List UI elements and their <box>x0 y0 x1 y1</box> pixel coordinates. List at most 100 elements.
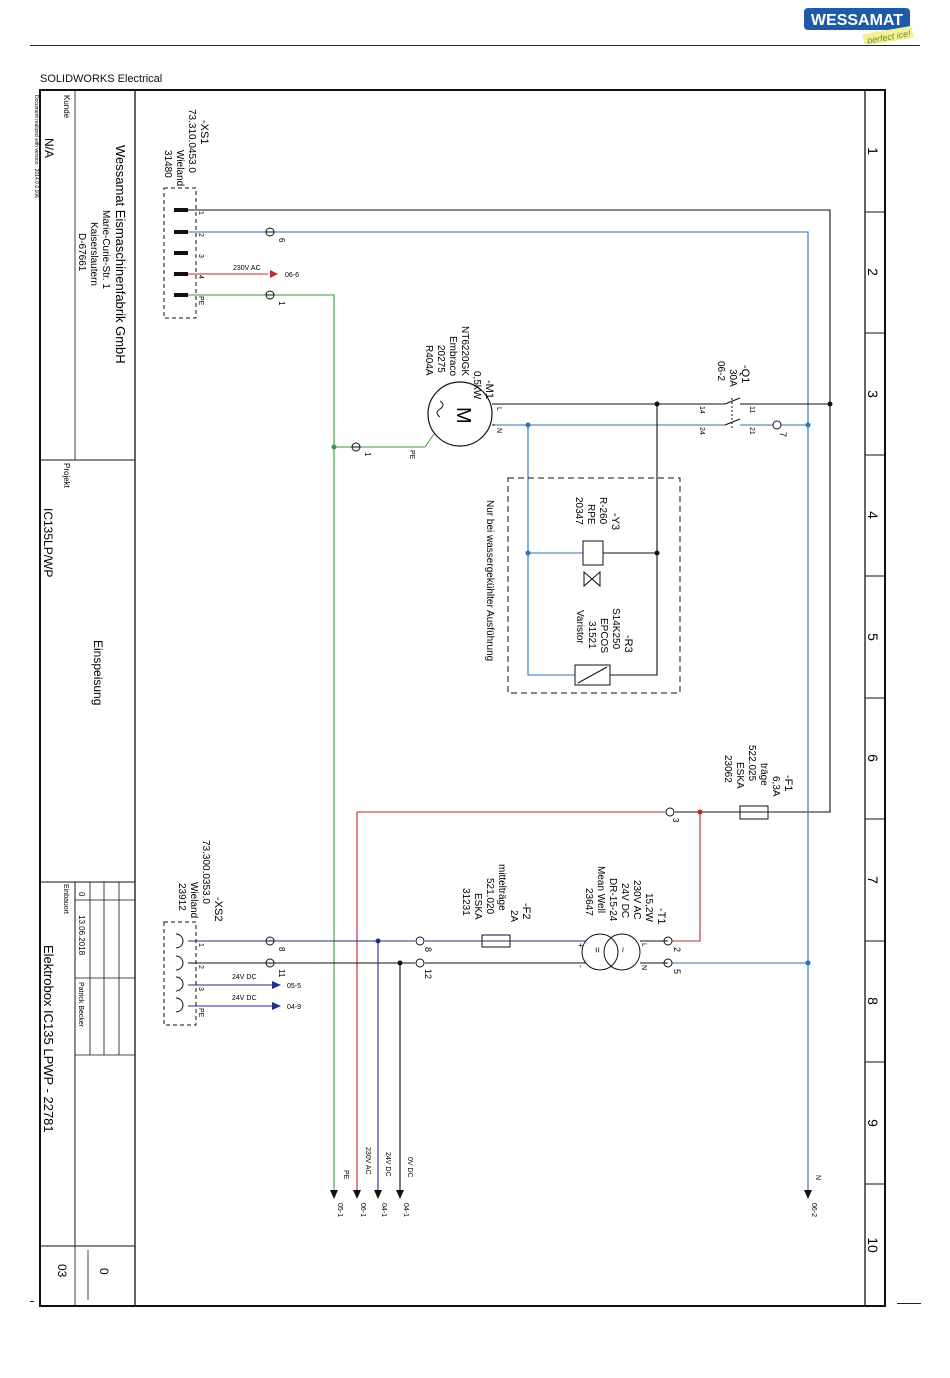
xs2-pin: 1 <box>197 943 204 947</box>
column-label: 10 <box>865 1237 881 1253</box>
column-ruler: 1 2 3 4 5 6 7 8 9 10 <box>865 147 885 1253</box>
connector-xs1: -XS1 73.310.0453.0 Wieland 31480 1 2 3 4… <box>162 109 210 319</box>
signal-24v-label: 24V DC <box>232 974 257 981</box>
sheet-border <box>39 89 886 1307</box>
terminal-label: 5 <box>672 969 682 974</box>
wire-pe <box>188 294 335 1190</box>
page-title: Einspeisung <box>91 640 105 705</box>
t1-pin: - <box>576 965 585 968</box>
f1-detail: träge <box>758 763 769 786</box>
column-label: 2 <box>865 268 881 276</box>
terminal-label: 11 <box>277 969 286 978</box>
valve-icon <box>583 570 601 588</box>
r3-tag: -R3 <box>622 635 634 653</box>
ref-target: 04-1 <box>380 1203 387 1217</box>
ref-target: 06-1 <box>359 1203 366 1217</box>
junctions <box>331 401 833 966</box>
arrow-down-icon <box>330 1190 338 1199</box>
title-block: Document realized with version : 2014.0.… <box>33 90 135 1306</box>
customer-label: Kunde <box>62 95 71 119</box>
m1-pin: N <box>495 428 502 433</box>
arrow-down-icon <box>353 1190 361 1199</box>
dc-symbol-icon: = <box>591 947 602 953</box>
terminal-label: 1 <box>363 452 372 457</box>
fuse-f2: -F2 2A mittelträge 521.020 ESKA 31231 <box>460 864 532 948</box>
r3-detail: 31521 <box>586 621 597 649</box>
motor-m1: M -M1 0,5kW NT6220GK Embraco 20275 R404A… <box>408 326 502 460</box>
logo-tag-plate <box>862 25 914 47</box>
logo-plate <box>804 8 910 30</box>
motor-m-icon: M <box>452 407 474 424</box>
terminal-label: 1 <box>277 301 286 306</box>
company-zip: D-67661 <box>76 233 87 272</box>
q1-pin: 14 <box>698 406 705 414</box>
install-location-label: Einbauort <box>62 884 69 914</box>
xs2-pin: 2 <box>197 965 204 969</box>
r3-detail: S14K250 <box>610 608 621 650</box>
m1-detail: R404A <box>423 345 434 376</box>
t1-detail: DR-15-24 <box>607 878 618 922</box>
xs1-pin: 3 <box>197 254 204 258</box>
f2-detail: ESKA <box>472 893 483 920</box>
m1-detail: NT6220GK <box>459 326 470 376</box>
t1-pin: N <box>640 965 647 970</box>
breaker-q1: -Q1 30A 06-2 14 24 11 21 <box>698 361 755 435</box>
m1-detail: 20275 <box>435 345 446 373</box>
sheet-number: 03 <box>55 1264 69 1278</box>
xs2-tag: -XS2 <box>212 897 224 921</box>
terminal-label: 3 <box>671 818 680 823</box>
ac-symbol-icon: ~ <box>618 947 628 952</box>
ref-label: 24V DC <box>384 1152 391 1177</box>
t1-detail: 24V DC <box>619 883 630 918</box>
f2-detail: 521.020 <box>484 878 495 915</box>
column-label: 9 <box>865 1119 881 1127</box>
terminal-label: 2 <box>672 947 682 952</box>
ac-symbol-icon <box>436 400 444 418</box>
column-label: 7 <box>865 876 881 884</box>
customer-value: N/A <box>42 138 56 158</box>
wire-l1 <box>188 209 831 813</box>
signal-24v-ref: 04-9 <box>287 1004 301 1011</box>
signal-230v-label: 230V AC <box>233 265 261 272</box>
connector-xs2: -XS2 73.300.0353.0 Wieland 23912 1 2 3 P… <box>163 840 224 1026</box>
terminal-label: 7 <box>778 432 788 437</box>
wire-t1-l <box>672 812 701 942</box>
ref-target: 05-1 <box>336 1203 343 1217</box>
xs1-maker: Wieland <box>174 150 185 186</box>
project-value: IC135LP/WP <box>41 508 55 577</box>
terminal-label: 8 <box>423 947 433 952</box>
f1-detail: 6,3A <box>770 776 781 797</box>
ref-target: 04-1 <box>402 1203 409 1217</box>
terminal-label: 6 <box>277 238 286 243</box>
t1-tag: -T1 <box>655 908 667 925</box>
m1-detail: 0,5kW <box>471 371 482 400</box>
m1-detail: Embraco <box>447 336 458 376</box>
drawing-title: Elektrobox IC135 LPWP - 22781 <box>41 945 56 1133</box>
r3-detail: Varistor <box>574 610 585 644</box>
q1-tag: -Q1 <box>739 365 751 383</box>
f2-detail: 31231 <box>460 888 471 916</box>
m1-pin: L <box>495 407 502 411</box>
xs2-pin: 3 <box>197 987 204 991</box>
signal-references: 230V AC 06-6 24V DC 05-5 24V DC 04-9 <box>232 265 301 1011</box>
company-city: Kaiserslautern <box>88 222 99 286</box>
arrow-down-icon <box>804 1190 812 1199</box>
ref-label: 230V AC <box>364 1147 371 1175</box>
software-label: SOLIDWORKS Electrical <box>40 73 163 85</box>
company-street: Marie-Curie-Str. 1 <box>100 210 111 289</box>
revision-number: 0 <box>77 892 86 897</box>
header-rule <box>30 45 920 46</box>
optional-group-box <box>507 477 681 694</box>
t1-detail: 23647 <box>583 888 594 916</box>
r3-detail: EPCOS <box>598 618 609 653</box>
ref-label: N <box>814 1175 821 1180</box>
ref-label: PE <box>342 1170 349 1180</box>
q1-pin: 11 <box>748 406 755 413</box>
column-label: 4 <box>865 511 881 519</box>
xs2-pin: PE <box>197 1008 204 1018</box>
wire-n <box>188 231 809 1190</box>
q1-detail: 30A <box>727 369 738 387</box>
revision-date: 13.06.2018 <box>77 915 86 956</box>
doc-version: Document realized with version : 2014.0.… <box>33 95 39 198</box>
t1-detail: Mean Well <box>595 866 606 913</box>
